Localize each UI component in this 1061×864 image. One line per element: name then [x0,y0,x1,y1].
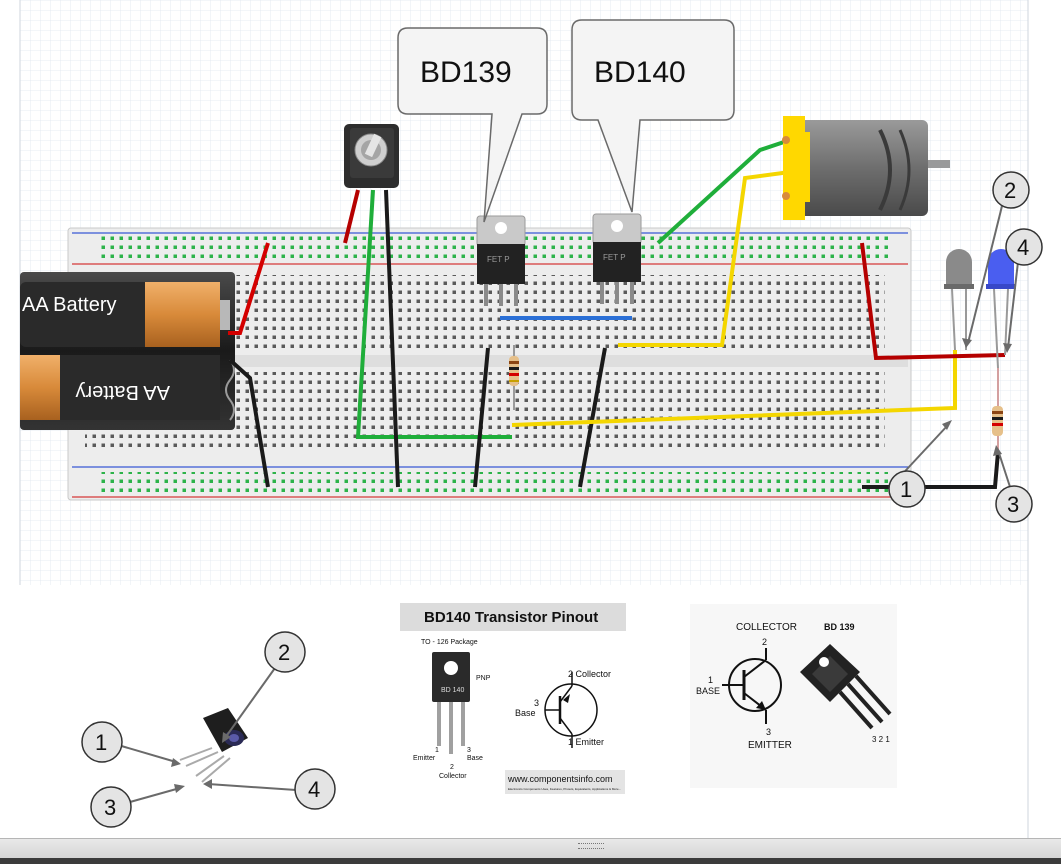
bd140-pin2-num: 2 [450,764,454,771]
transistor-right-text: FET P [603,253,626,262]
resize-handle[interactable] [578,843,604,849]
bd139-title: BD 139 [824,622,855,632]
callout-bd140-text: BD140 [594,56,686,89]
bd140-sym-base: Base [515,708,536,718]
resistor-right [992,368,1003,452]
transistor-left: FET P [476,215,526,306]
wires [228,138,1006,489]
board-pin-markers: 1 2 3 4 [888,171,1043,523]
bd140-sym-collector: 2 Collector [568,669,611,679]
sensor-pin-markers: 1 2 3 4 [81,631,336,828]
board-marker-1: 1 [900,477,912,502]
bd140-pin1-label: Emitter [413,755,436,762]
callout-bd139-text: BD139 [420,56,512,89]
callout-bd140: BD140 [571,19,735,213]
board-marker-4: 4 [1017,235,1029,260]
board-marker-2: 2 [1004,178,1016,203]
bd139-pinout-card: COLLECTOR 2 BD 139 1 BASE 3 EMITTER 3 2 … [690,604,897,788]
bd140-body-text: BD 140 [441,687,464,694]
bottom-scroll-bar[interactable] [0,838,1061,864]
resistor-center [509,345,519,410]
bd140-sym-emitter: 1 Emitter [568,737,604,747]
bd140-sym-base-num: 3 [534,698,539,708]
sensor-marker-4: 4 [308,777,320,802]
bd139-pins: 3 2 1 [872,735,890,744]
bd139-collector-num: 2 [762,637,767,647]
bd139-base-num: 1 [708,675,713,685]
dc-motor [782,116,950,220]
bd140-website: www.componentsinfo.com [507,774,613,784]
sensor-marker-2: 2 [278,640,290,665]
led-blue [986,249,1016,369]
bd140-type: PNP [476,675,491,682]
bd140-tagline: Electronics Components Uses, Features, P… [508,787,621,791]
board-marker-3: 3 [1007,492,1019,517]
battery-bottom-label: AA Battery [76,381,171,403]
bd139-emitter: EMITTER [748,740,792,751]
battery-pack: AA Battery AA Battery [20,272,235,430]
bd140-pinout-title: BD140 Transistor Pinout [424,609,598,626]
bd140-pinout-card: BD140 Transistor Pinout TO - 126 Package… [400,603,626,794]
sensor-marker-3: 3 [104,795,116,820]
bd139-emitter-num: 3 [766,727,771,737]
transistor-left-text: FET P [487,255,510,264]
callout-bd139: BD139 [397,27,548,223]
bd140-pin1-num: 1 [435,747,439,754]
bd140-package: TO - 126 Package [421,639,478,646]
bd140-pin3-num: 3 [467,747,471,754]
bd139-collector: COLLECTOR [736,622,797,633]
bd140-pin2-label: Collector [439,773,467,780]
bd140-pin3-label: Base [467,755,483,762]
window-edge [0,858,1061,864]
potentiometer [344,124,399,188]
battery-top-label: AA Battery [22,294,117,316]
sensor-marker-1: 1 [95,730,107,755]
transistor-right: FET P [592,213,642,304]
bd139-base: BASE [696,686,720,696]
